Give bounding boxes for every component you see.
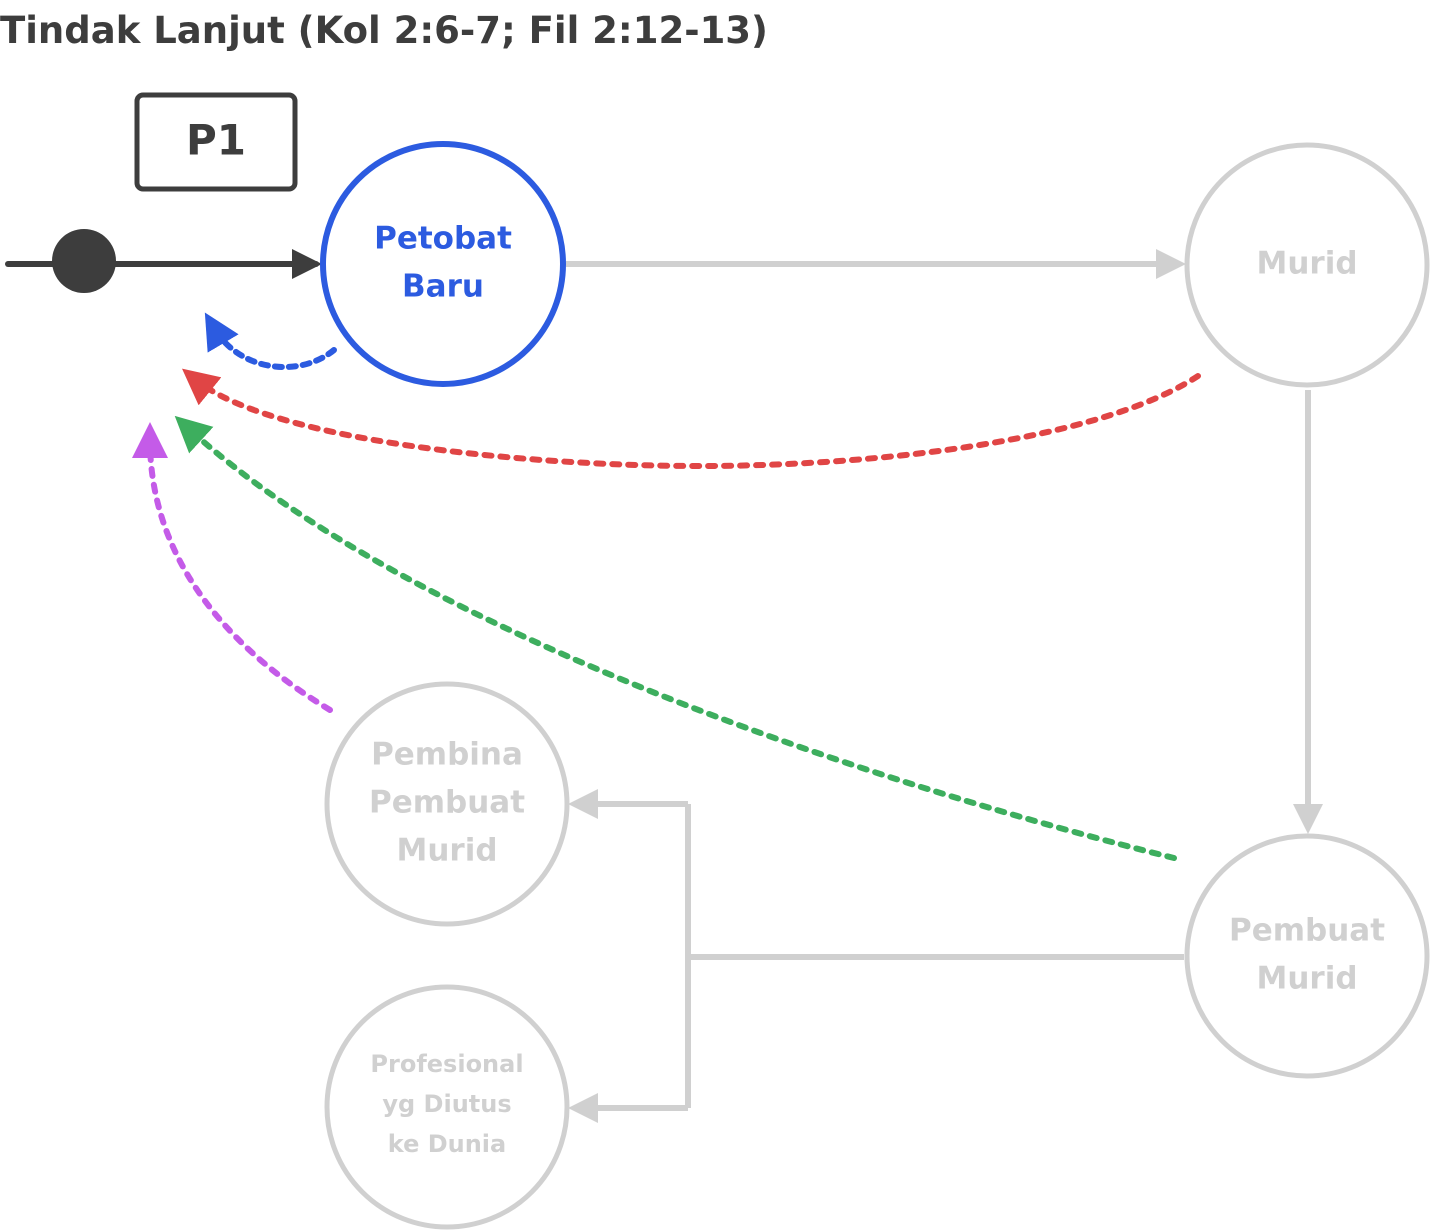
- start-dot: [52, 229, 116, 293]
- entry-arrow: [5, 229, 322, 293]
- flow-connectors: [566, 249, 1323, 1123]
- return-arrow-blue: [204, 312, 337, 370]
- return-arrows: [132, 312, 1201, 861]
- return-arrow-green: [174, 415, 1177, 861]
- return-arrow-purple: [132, 422, 333, 713]
- node-pembuat-murid-line2: Murid: [1256, 961, 1357, 997]
- node-pembuat-murid: Pembuat Murid: [1184, 833, 1430, 1079]
- node-murid-line1: Murid: [1256, 246, 1357, 282]
- node-petobat-baru-line2: Baru: [402, 269, 484, 305]
- stage-label: P1: [186, 116, 246, 165]
- stage-label-box: P1: [134, 92, 298, 192]
- node-petobat-baru: Petobat Baru: [320, 141, 566, 387]
- node-murid: Murid: [1184, 142, 1430, 388]
- node-pembina-pembuat-murid: Pembina Pembuat Murid: [324, 681, 570, 927]
- node-pembina-line2: Pembuat: [369, 785, 525, 821]
- node-pembuat-murid-line1: Pembuat: [1229, 913, 1385, 949]
- node-petobat-baru-line1: Petobat: [374, 221, 512, 257]
- diagram-title: Tindak Lanjut (Kol 2:6-7; Fil 2:12-13): [0, 9, 768, 52]
- node-pembina-line3: Murid: [396, 833, 497, 869]
- node-profesional: Profesional yg Diutus ke Dunia: [324, 984, 570, 1230]
- node-pembina-line1: Pembina: [371, 737, 523, 773]
- node-profesional-line2: yg Diutus: [382, 1090, 511, 1118]
- return-arrow-red: [182, 368, 1201, 470]
- node-profesional-line3: ke Dunia: [388, 1130, 506, 1158]
- node-profesional-line1: Profesional: [370, 1050, 523, 1078]
